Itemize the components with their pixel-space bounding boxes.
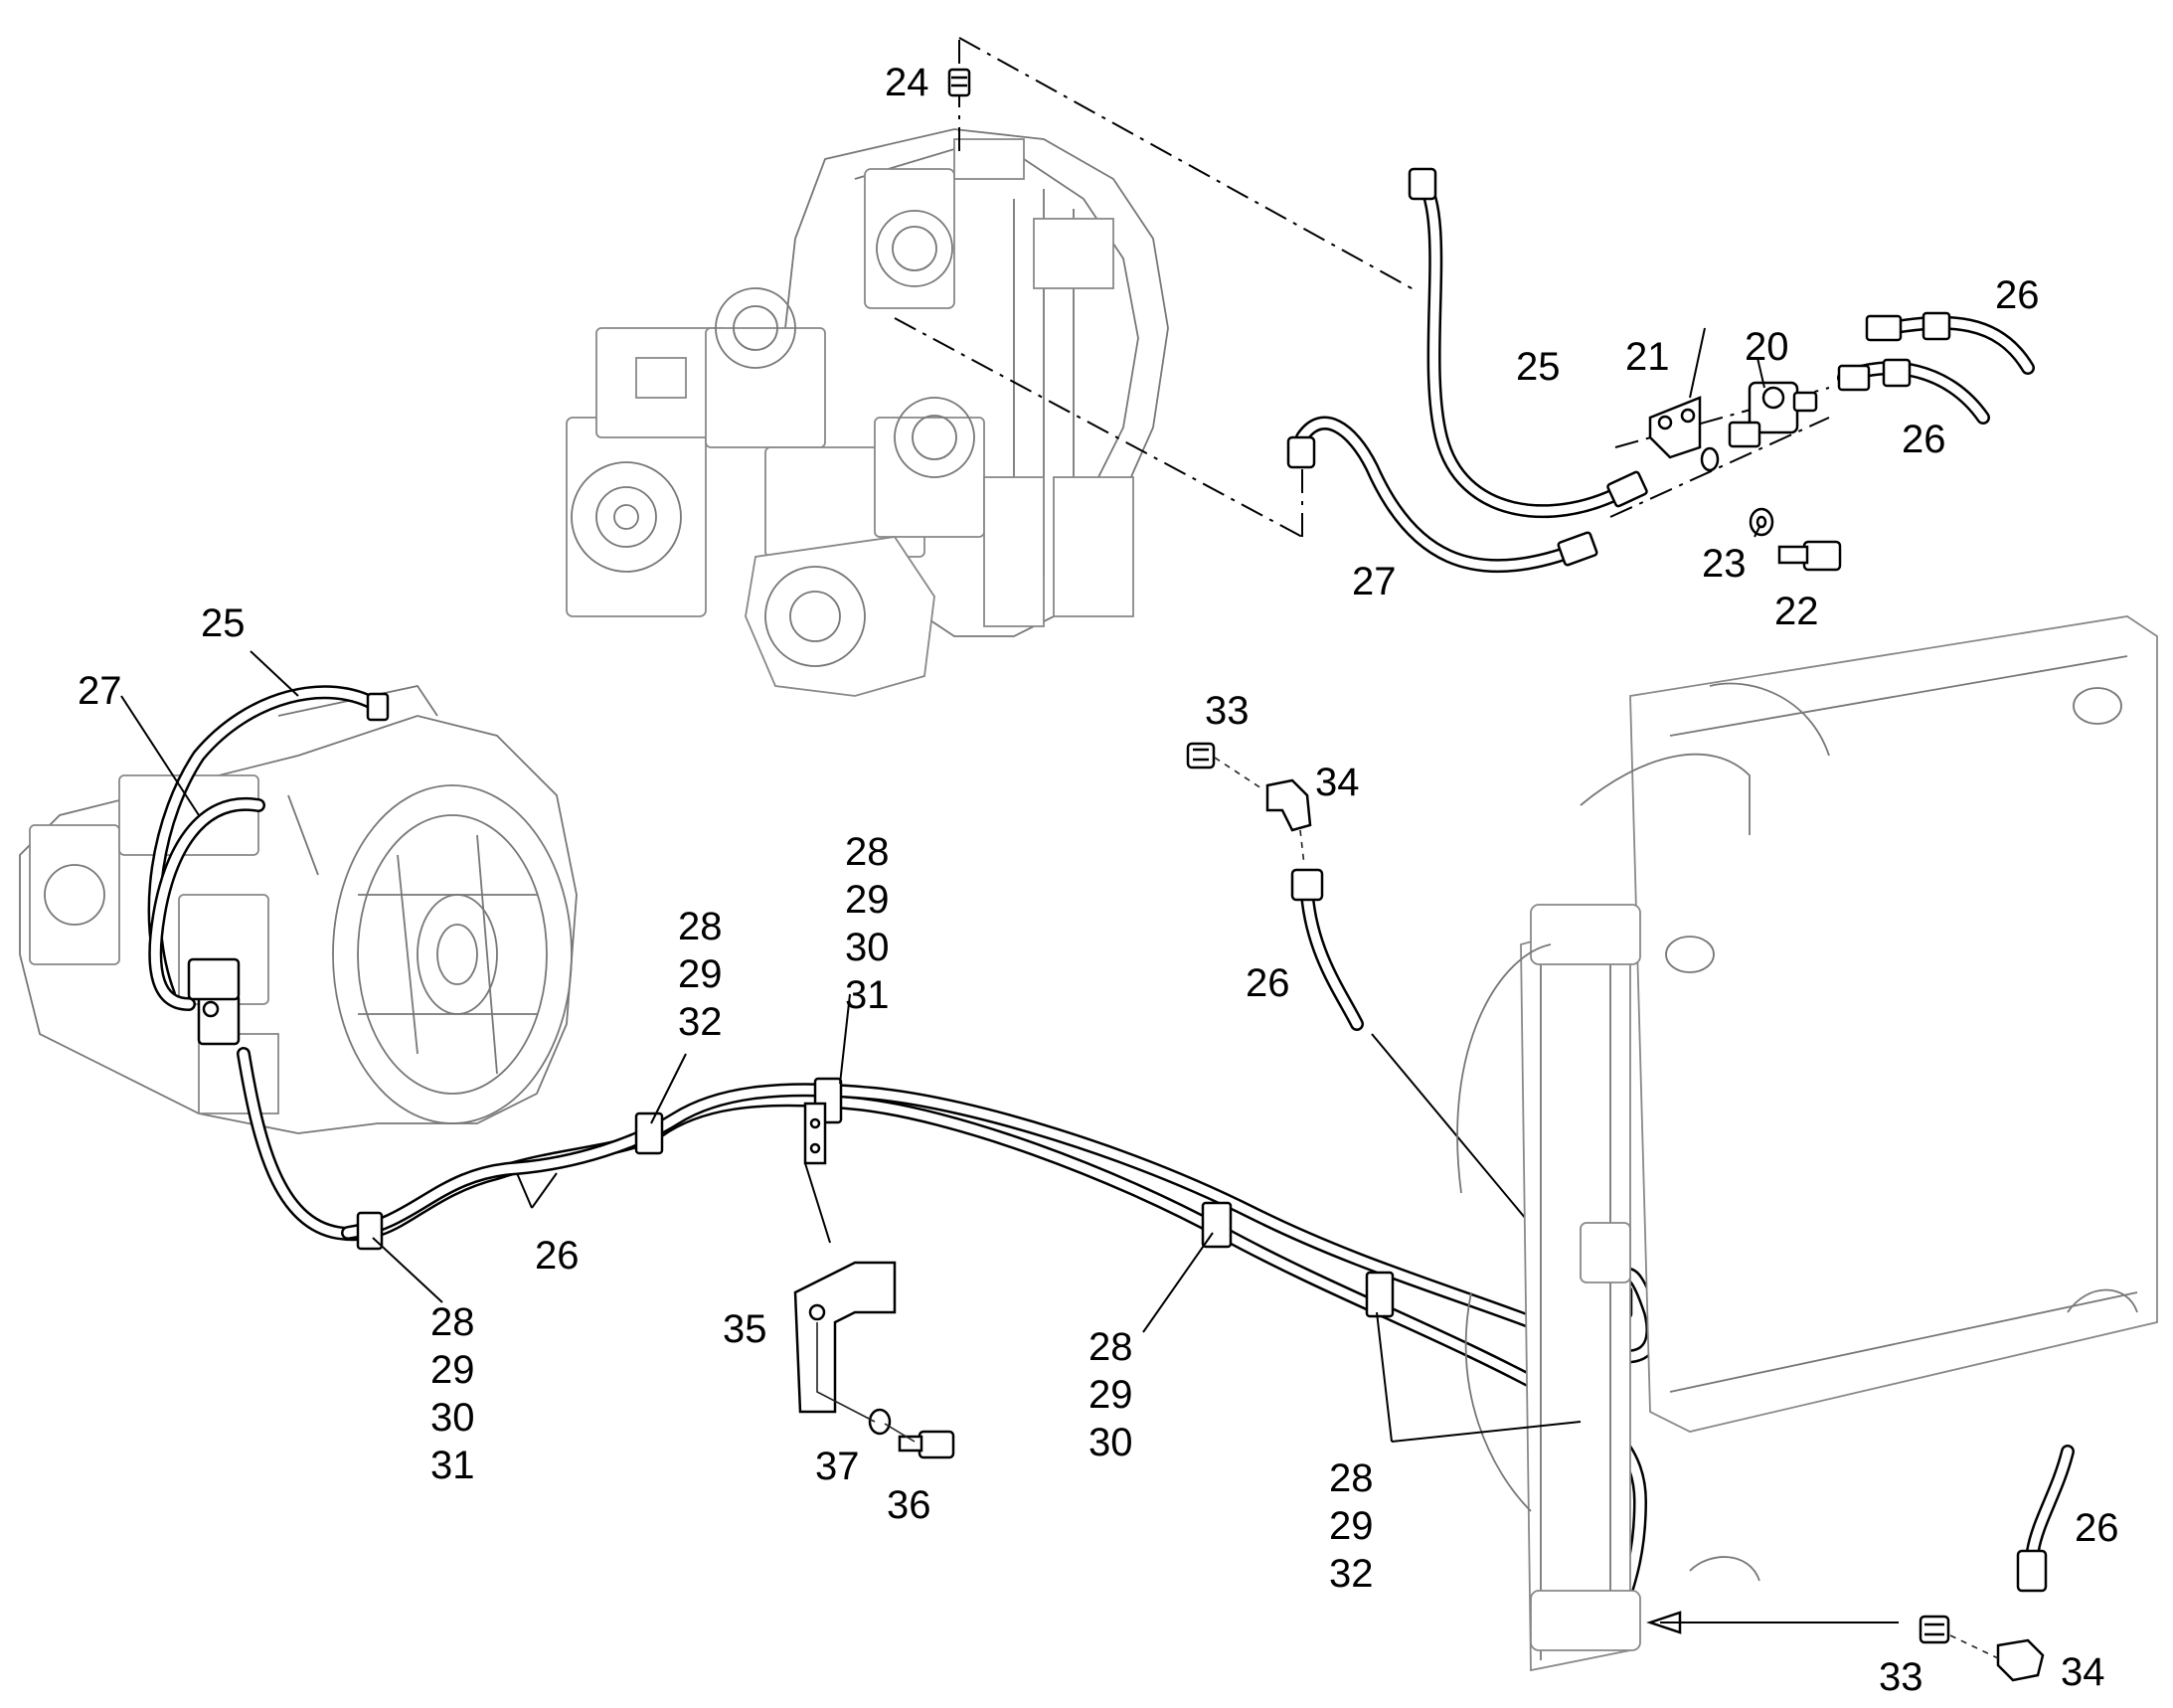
bracket-21 xyxy=(1648,396,1702,459)
callout-26-mid: 26 xyxy=(1246,961,1290,1005)
bracket-35 xyxy=(793,1102,897,1414)
callout-g3-0: 28 xyxy=(430,1300,475,1344)
upper-hose-27 xyxy=(1286,416,1598,574)
elbow-34-mid xyxy=(1265,778,1312,832)
callout-34-bottom: 34 xyxy=(2061,1650,2105,1694)
callout-27-left: 27 xyxy=(78,669,122,713)
callout-g3-1: 29 xyxy=(430,1348,475,1392)
leader-lines xyxy=(120,327,1765,1443)
left-valve xyxy=(187,957,241,1046)
callout-g2-3: 31 xyxy=(845,973,890,1017)
callout-g4-1: 29 xyxy=(1088,1373,1133,1417)
callout-36: 36 xyxy=(887,1483,931,1527)
callout-g5-1: 29 xyxy=(1329,1504,1374,1548)
fitting-33-bottom xyxy=(1919,1615,1950,1644)
valve-20 xyxy=(1728,381,1818,448)
callout-group-2: 28 29 30 31 xyxy=(845,830,890,1017)
callout-group-4: 28 29 30 xyxy=(1088,1325,1133,1464)
callout-g1-2: 32 xyxy=(678,1000,723,1044)
fitting-33-mid xyxy=(1186,742,1216,769)
callout-21: 21 xyxy=(1625,335,1670,379)
callout-g4-0: 28 xyxy=(1088,1325,1133,1369)
callout-25-top: 25 xyxy=(1516,345,1561,389)
callout-33-bottom: 33 xyxy=(1879,1655,1923,1699)
callout-labels: 24 25 21 20 26 26 23 22 27 25 27 33 34 2… xyxy=(78,61,2119,1699)
bolt-36 xyxy=(898,1430,955,1459)
callout-g1-1: 29 xyxy=(678,952,723,996)
callout-g4-2: 30 xyxy=(1088,1421,1133,1464)
bolt-22 xyxy=(1777,540,1842,572)
elbow-34-bottom xyxy=(1996,1638,2045,1682)
callout-group-3: 28 29 30 31 xyxy=(430,1300,475,1487)
small-washer-21 xyxy=(1700,446,1720,472)
callout-g2-1: 29 xyxy=(845,878,890,922)
callout-24: 24 xyxy=(885,61,929,104)
callout-37: 37 xyxy=(815,1445,860,1488)
callout-g3-3: 31 xyxy=(430,1444,475,1487)
callout-g3-2: 30 xyxy=(430,1396,475,1440)
plug-24 xyxy=(947,68,971,97)
callout-33-mid: 33 xyxy=(1205,689,1250,733)
callout-26-low: 26 xyxy=(535,1234,580,1278)
hose-26-lower-right xyxy=(2016,1445,2075,1593)
callout-g2-2: 30 xyxy=(845,926,890,969)
callout-34-mid: 34 xyxy=(1315,761,1360,804)
callout-g2-0: 28 xyxy=(845,830,890,874)
hose-26-upper-a xyxy=(1865,311,2035,375)
callout-20: 20 xyxy=(1745,325,1789,369)
left-transmission-assembly xyxy=(19,684,578,1134)
callout-g5-0: 28 xyxy=(1329,1456,1374,1500)
callout-25-left: 25 xyxy=(201,601,246,645)
callout-group-5: 28 29 32 xyxy=(1329,1456,1374,1596)
radiator-assembly xyxy=(1456,615,2158,1672)
callout-26-right: 26 xyxy=(2075,1506,2119,1550)
callout-23: 23 xyxy=(1702,542,1747,586)
upper-transmission-assembly xyxy=(566,128,1169,697)
callout-26-top-a: 26 xyxy=(1995,273,2040,317)
upper-hose-25 xyxy=(1408,167,1648,519)
hose-26-mid xyxy=(1290,868,1364,1031)
callout-27-top: 27 xyxy=(1352,560,1397,603)
washer-37 xyxy=(868,1408,892,1436)
washer-23 xyxy=(1749,507,1774,537)
hose-26-upper-b xyxy=(1837,358,1990,425)
callout-22: 22 xyxy=(1774,590,1819,633)
callout-26-top-b: 26 xyxy=(1902,418,1946,461)
callout-group-1: 28 29 32 xyxy=(678,905,723,1044)
left-hose-27 xyxy=(148,796,265,1011)
callout-g1-0: 28 xyxy=(678,905,723,948)
callout-35: 35 xyxy=(723,1307,767,1351)
callout-g5-2: 32 xyxy=(1329,1552,1374,1596)
